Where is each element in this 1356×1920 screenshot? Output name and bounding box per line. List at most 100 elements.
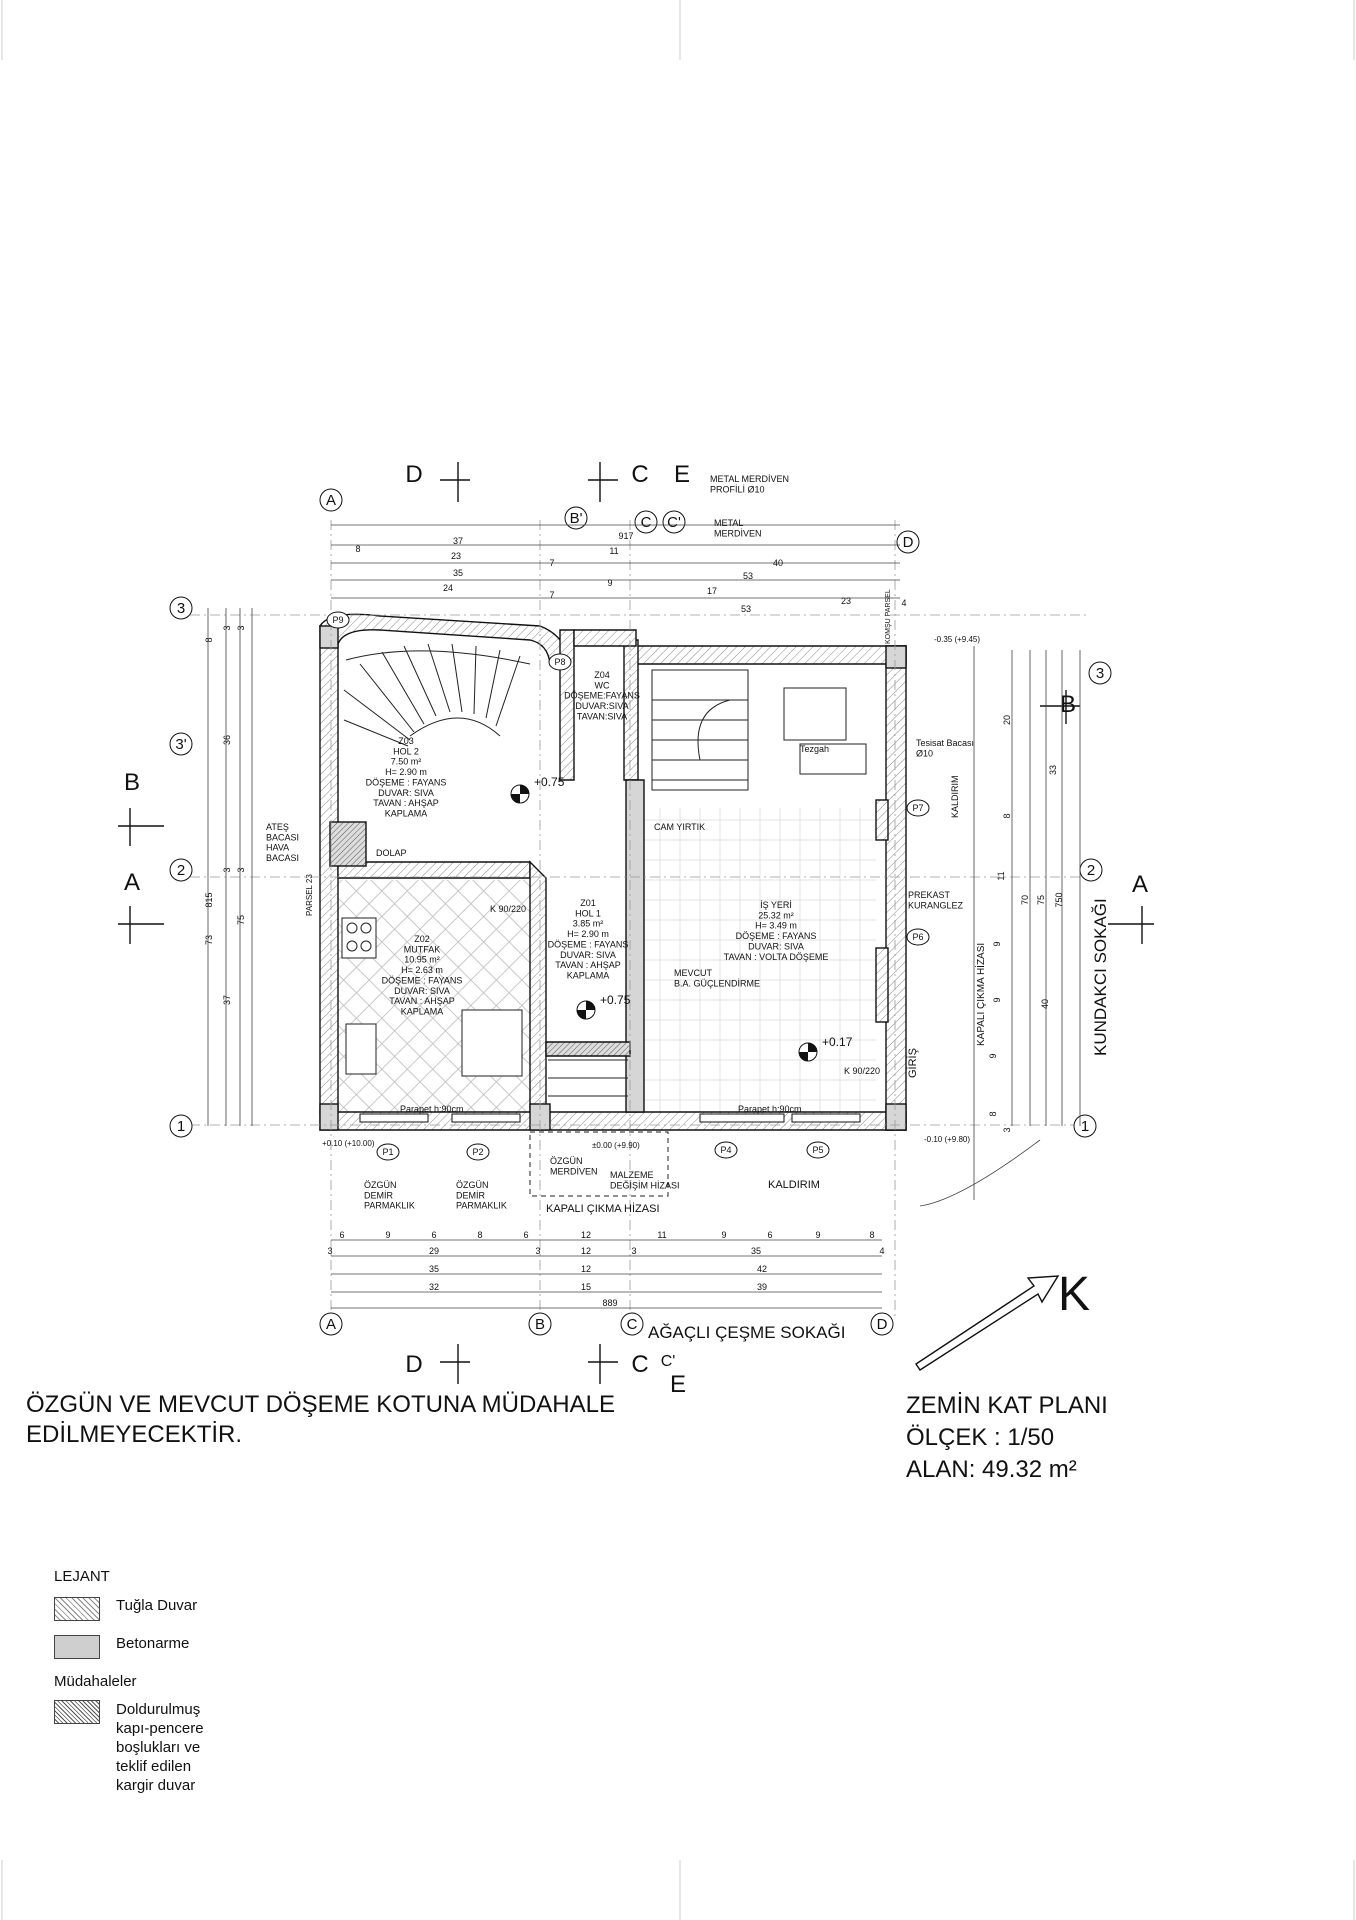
stair-entrance xyxy=(529,1059,669,1197)
kitchen-wall-top xyxy=(337,861,531,879)
dim-bottom-8a: 8 xyxy=(477,1230,482,1240)
level-bottom-right: -0.10 (+9.80) xyxy=(924,1135,970,1144)
label-line: METAL xyxy=(714,518,743,528)
sink xyxy=(345,1023,377,1075)
label-line: 7.50 m² xyxy=(391,757,422,767)
dim-bottom-4: 4 xyxy=(879,1246,884,1256)
brick-swatch xyxy=(54,1597,100,1621)
label-line: DÖŞEME:FAYANS xyxy=(564,691,640,701)
label-line: PARMAKLIK xyxy=(364,1201,415,1211)
label-line: 10.95 m² xyxy=(404,955,440,965)
pier-2 xyxy=(875,947,889,1023)
section-labels: D C E D C C' E B A A B xyxy=(124,461,1148,1398)
outer-wall-left xyxy=(319,625,339,1113)
label-line: DUVAR: SIVA xyxy=(394,986,450,996)
legend-filled-label: Doldurulmuş kapı-pencere boşlukları ve t… xyxy=(116,1701,204,1794)
opening-p9: P9 xyxy=(332,615,343,625)
dim-top-35: 35 xyxy=(453,568,463,578)
label-line: DEĞİŞİM HİZASI xyxy=(610,1180,680,1190)
sheet-title: ZEMİN KAT PLANI xyxy=(906,1392,1108,1419)
axis-a-top: A xyxy=(326,492,336,509)
dim-top-53: 53 xyxy=(743,571,753,581)
label-line: ÖZGÜN xyxy=(550,1156,583,1166)
label-closed-line: KAPALI ÇIKMA HİZASI xyxy=(546,1202,660,1215)
label-line: DÖŞEME : FAYANS xyxy=(736,931,817,941)
shop-floor xyxy=(640,808,876,1112)
axis-d-bottom: D xyxy=(877,1316,888,1333)
section-c-bottom: C xyxy=(631,1351,648,1378)
axis-c-bottom: C xyxy=(627,1316,638,1333)
label-line: BACASI xyxy=(266,853,299,863)
axis-3-left: 3 xyxy=(177,600,185,617)
section-markers xyxy=(118,462,1154,1384)
label-line: TAVAN : AHŞAP xyxy=(555,960,621,970)
axis-c-top: C xyxy=(641,514,652,531)
label-line: DÖŞEME : FAYANS xyxy=(382,975,463,985)
label-parapet-right: Parapet h:90cm xyxy=(738,1104,802,1114)
dim-right-70: 70 xyxy=(1020,895,1030,905)
legend-concrete-label: Betonarme xyxy=(116,1635,190,1652)
legend: LEJANT Tuğla Duvar Betonarme Müdahaleler… xyxy=(54,1568,204,1809)
axis-2-left: 2 xyxy=(177,862,185,879)
label-line: Z04 xyxy=(594,670,610,680)
label-entrance: GİRİŞ xyxy=(906,1048,919,1078)
dim-top-37: 37 xyxy=(453,536,463,546)
dim-right-20: 20 xyxy=(1002,715,1012,725)
north-arrow-icon xyxy=(915,1275,1060,1371)
dim-left-75: 75 xyxy=(236,915,246,925)
label-line: BACASI xyxy=(266,832,299,842)
dim-bottom-6a: 6 xyxy=(339,1230,344,1240)
label-line: DUVAR: SIVA xyxy=(378,788,434,798)
axis-a-bottom: A xyxy=(326,1316,336,1333)
window-p1 xyxy=(359,1113,429,1123)
opening-p4: P4 xyxy=(720,1145,731,1155)
dim-left-815: 815 xyxy=(204,892,214,907)
dim-bottom-3b: 3 xyxy=(535,1246,540,1256)
dim-bottom-6c: 6 xyxy=(523,1230,528,1240)
window-p4 xyxy=(699,1113,785,1123)
label-line: PROFİLİ Ø10 xyxy=(710,484,765,494)
opening-p2: P2 xyxy=(472,1147,483,1157)
opening-markers: P1 P2 P4 P5 P6 P7 P8 P9 xyxy=(326,611,930,1161)
dim-bottom-3c: 3 xyxy=(631,1246,636,1256)
axis-1-left: 1 xyxy=(177,1118,185,1135)
dim-right-11: 11 xyxy=(996,871,1006,880)
dim-bottom-12b: 12 xyxy=(581,1246,591,1256)
dim-bottom-11: 11 xyxy=(657,1230,666,1240)
dim-right-33: 33 xyxy=(1048,765,1058,775)
front-windows xyxy=(359,1113,861,1123)
pier-1 xyxy=(875,799,889,841)
dim-top-24: 24 xyxy=(443,583,453,593)
dim-bottom-12a: 12 xyxy=(581,1230,591,1240)
label-line: H= 3.49 m xyxy=(755,921,797,931)
dim-right-3: 3 xyxy=(1002,1127,1012,1132)
level-markers: +0.75 +0.75 +0.17 -0.35 (+9.45) +0.10 (+… xyxy=(322,635,980,1150)
dimension-lines xyxy=(207,524,1081,1309)
axis-c-prime-top: C' xyxy=(667,514,681,531)
label-line: 3.85 m² xyxy=(573,919,604,929)
wc-wall-top xyxy=(573,629,637,647)
dim-top-17: 17 xyxy=(707,586,717,596)
label-parcel: PARSEL 23 xyxy=(305,874,314,916)
label-line: TAVAN : VOLTA DÖŞEME xyxy=(724,952,829,962)
label-line: H= 2.63 m xyxy=(401,965,443,975)
label-line: TAVAN:SIVA xyxy=(577,711,627,721)
dim-left-3d: 3 xyxy=(236,867,246,872)
label-cupboard: DOLAP xyxy=(376,848,407,858)
dim-top-7b: 7 xyxy=(549,590,554,600)
dim-left-3b: 3 xyxy=(236,625,246,630)
label-line: B.A. GÜÇLENDİRME xyxy=(674,978,760,988)
top-dimensions: 917 37 11 40 8 23 7 53 35 9 17 24 7 53 2… xyxy=(355,531,906,614)
label-line: DÖŞEME : FAYANS xyxy=(548,939,629,949)
section-e-top: E xyxy=(674,461,690,488)
legend-title: LEJANT xyxy=(54,1568,110,1585)
